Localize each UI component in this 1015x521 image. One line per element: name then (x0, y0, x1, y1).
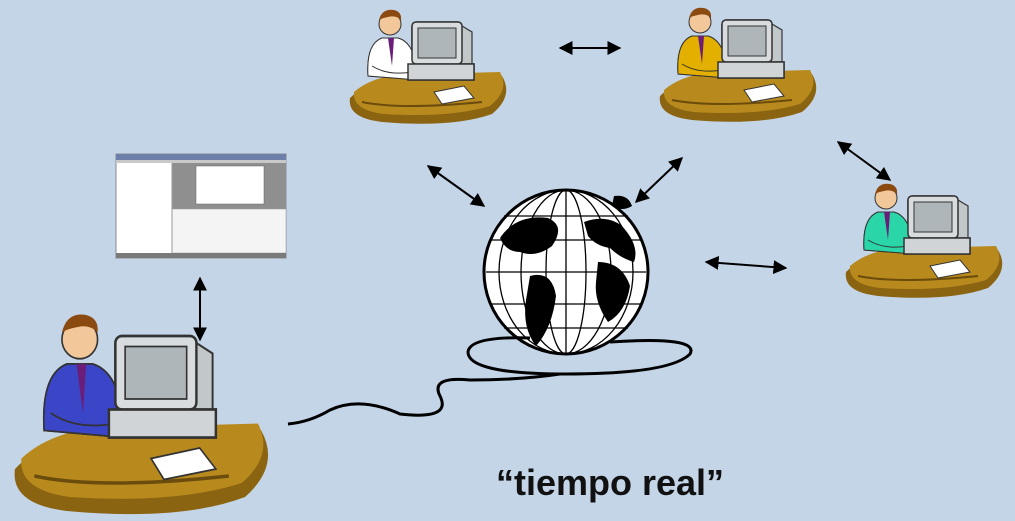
shirt-overlay (367, 21, 475, 81)
screenshot-thumbnail (115, 153, 287, 259)
double-arrow-icon (704, 255, 788, 275)
shirt-overlay (42, 334, 218, 439)
globe-icon (482, 188, 650, 356)
network-cable (287, 336, 693, 426)
caption-tiempo-real: “tiempo real” (496, 462, 725, 503)
shirt-overlay (677, 19, 785, 79)
double-arrow-icon (836, 141, 892, 181)
double-arrow-icon (426, 165, 486, 207)
shirt-overlay (863, 195, 971, 255)
double-arrow-icon (634, 157, 684, 203)
